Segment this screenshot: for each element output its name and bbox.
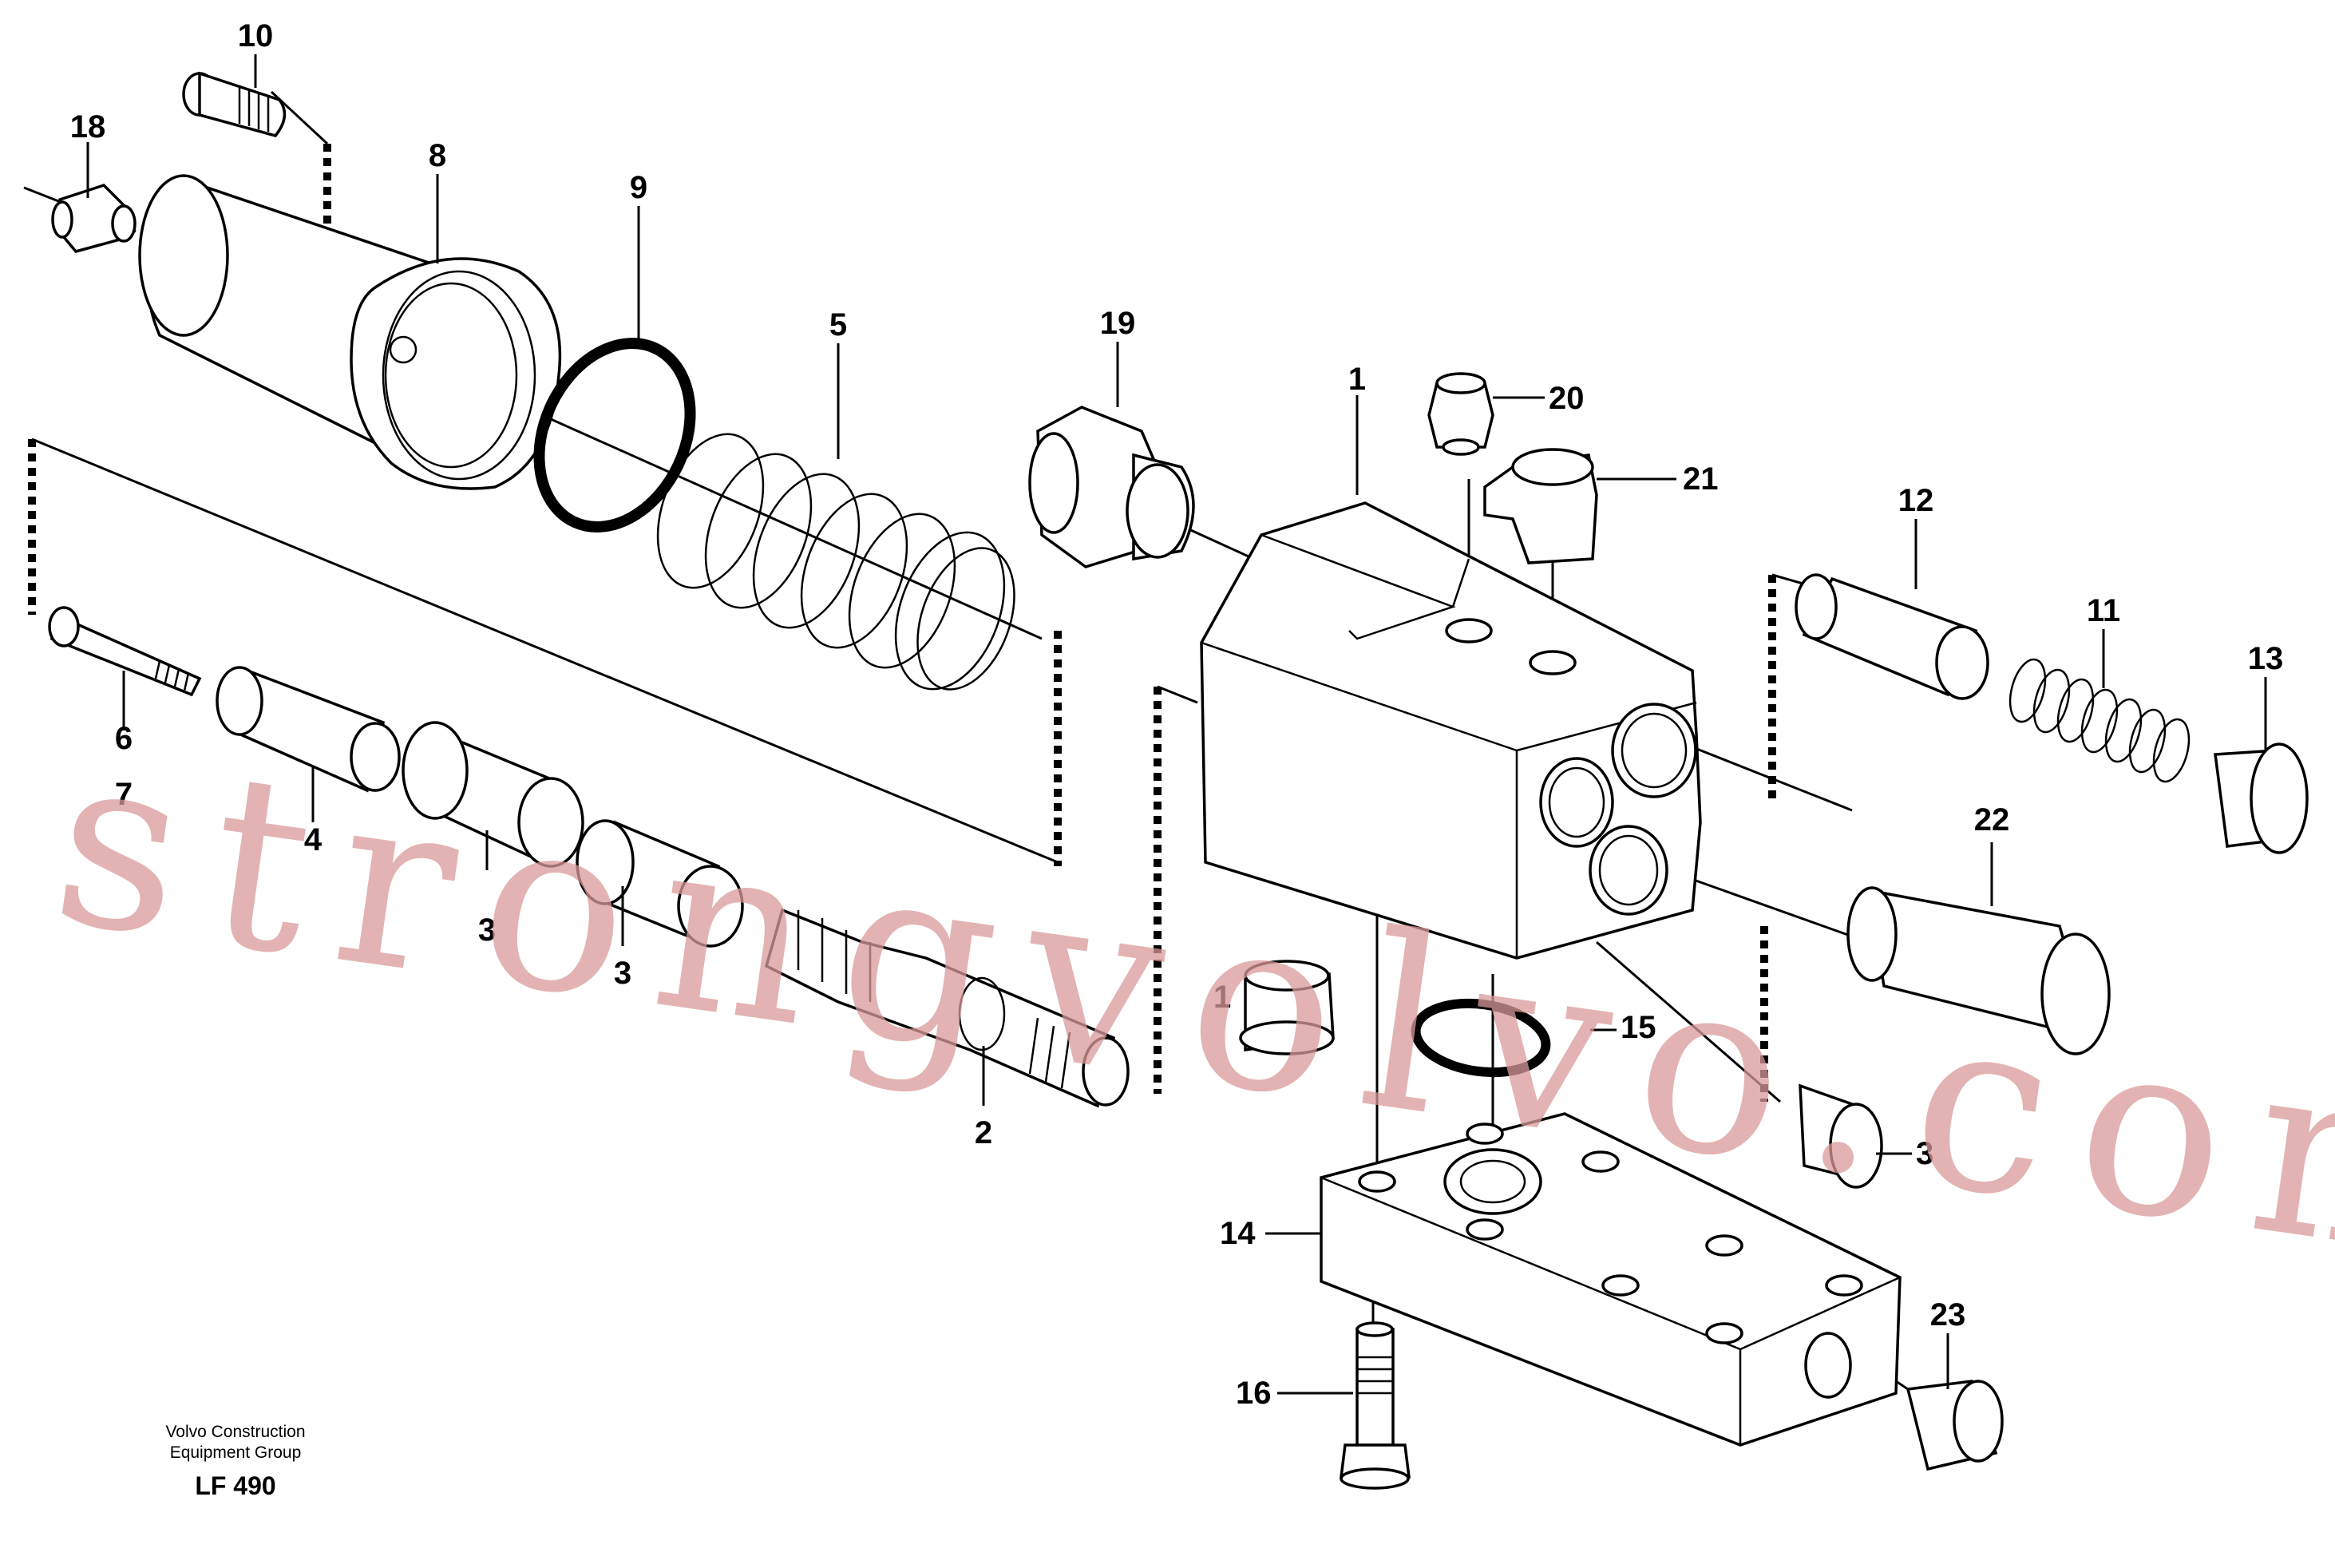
label-18: 18 <box>70 109 106 145</box>
sleeve-part-4 <box>216 666 401 793</box>
plug-part-17 <box>1239 960 1335 1055</box>
plug-part-3-right <box>1799 1083 1883 1189</box>
elbow-part-21 <box>1483 448 1598 564</box>
label-15: 15 <box>1621 1010 1656 1045</box>
bushing-part-3-mid <box>576 819 744 948</box>
watermark: strongvolvo.com <box>40 699 2335 1319</box>
label-2: 2 <box>975 1115 992 1150</box>
label-17: 1 <box>1213 980 1231 1015</box>
label-14: 14 <box>1220 1216 1256 1251</box>
assembly-guide-lines <box>28 90 1829 1102</box>
spool-part-2 <box>764 908 1130 1108</box>
bolt-part-16 <box>1340 1321 1411 1490</box>
label-10: 10 <box>238 18 274 53</box>
label-3-left: 3 <box>478 913 496 948</box>
label-19: 19 <box>1100 306 1136 341</box>
bolt-part-10 <box>182 71 287 137</box>
cylinder-cover-part-8 <box>138 174 562 490</box>
label-21: 21 <box>1683 461 1719 497</box>
screw-part-6 <box>48 606 202 697</box>
fitting-part-19 <box>1028 406 1195 568</box>
footer-line-1: Volvo Construction <box>165 1423 305 1441</box>
spring-part-5 <box>656 433 1015 691</box>
label-13: 13 <box>2248 641 2284 676</box>
bushing-part-3-left <box>402 721 584 868</box>
label-11: 11 <box>2087 593 2120 628</box>
o-ring-part-9 <box>533 338 696 533</box>
label-5: 5 <box>829 307 847 343</box>
o-ring-part-15 <box>1411 998 1551 1078</box>
label-22: 22 <box>1974 802 2010 837</box>
label-9: 9 <box>630 170 647 205</box>
label-8: 8 <box>429 138 446 173</box>
valve-block-part-1 <box>1200 501 1702 960</box>
footer-line-2: Equipment Group <box>170 1443 302 1462</box>
label-20: 20 <box>1549 381 1585 416</box>
base-plate-part-14 <box>1320 1112 1902 1447</box>
label-6: 6 <box>115 721 133 756</box>
spool-part-12 <box>1795 573 1989 700</box>
label-4: 4 <box>304 822 323 857</box>
plug-part-23 <box>1906 1380 2004 1471</box>
leader-lines <box>86 54 2267 1395</box>
part-labels: 10 18 8 9 5 19 1 20 21 12 11 13 6 7 4 3 … <box>70 18 2284 1411</box>
nipple-part-20 <box>1427 372 1494 456</box>
label-23: 23 <box>1930 1297 1966 1332</box>
label-16: 16 <box>1236 1376 1272 1411</box>
label-3-mid: 3 <box>614 956 631 991</box>
footer-caption: Volvo Construction Equipment Group LF 49… <box>165 1423 305 1500</box>
label-12: 12 <box>1898 483 1934 518</box>
spring-part-11 <box>2008 658 2191 783</box>
plug-part-13 <box>2214 742 2309 854</box>
label-1: 1 <box>1348 362 1366 397</box>
label-7: 7 <box>115 777 133 812</box>
label-3-right: 3 <box>1916 1136 1933 1171</box>
cartridge-part-22 <box>1846 886 2111 1055</box>
footer-code: LF 490 <box>195 1471 275 1500</box>
nipple-part-18 <box>51 184 137 253</box>
